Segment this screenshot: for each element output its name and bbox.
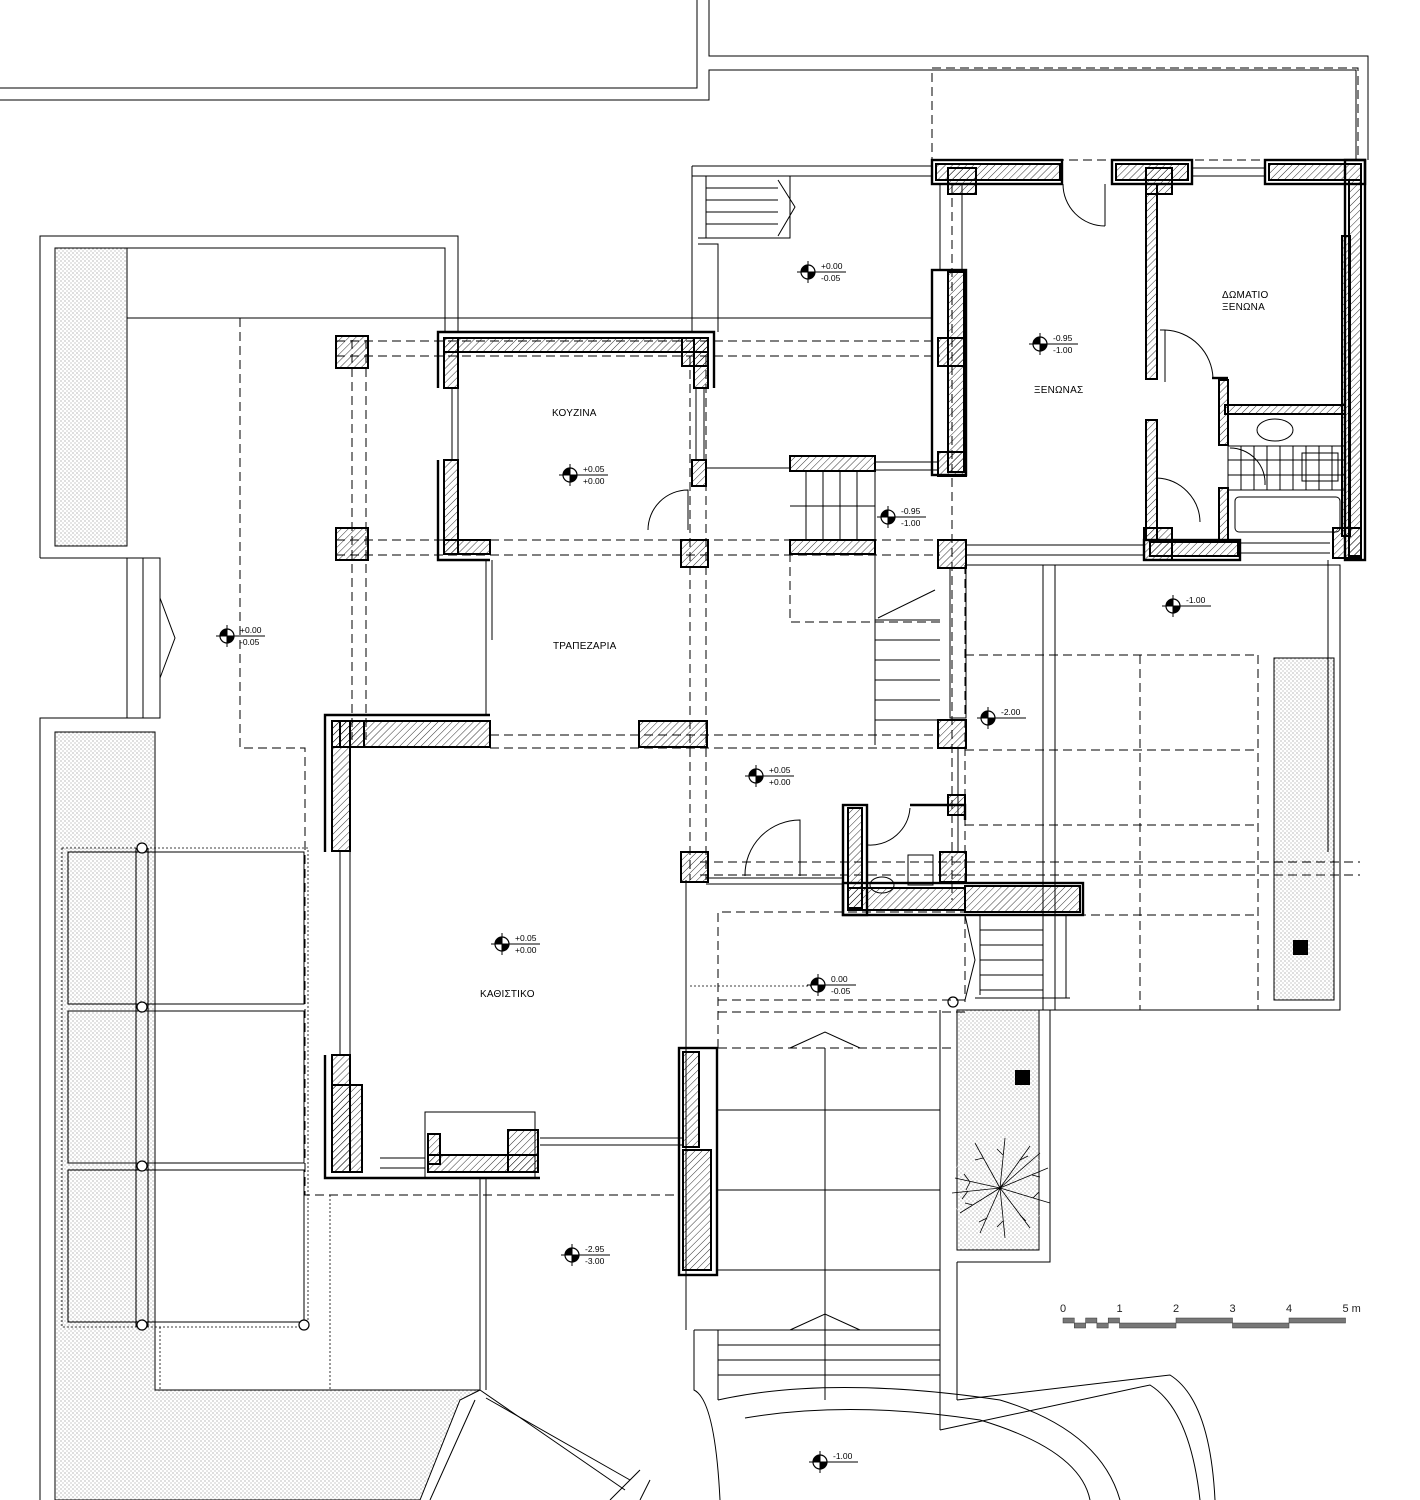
level-top: +0.05 (515, 933, 537, 943)
column-marker (1293, 940, 1308, 955)
stairs (694, 175, 1043, 1400)
room-label-dining: ΤΡΑΠΕΖΑΡΙΑ (553, 641, 617, 652)
room-label-living: ΚΑΘΙΣΤΙΚΟ (480, 989, 535, 1000)
room-label-kitchen: ΚΟΥΖΙΝΑ (552, 408, 597, 419)
living-walls (323, 713, 719, 1390)
level-marker: +0.05 +0.00 (559, 464, 608, 486)
level-top: -0.95 (901, 506, 921, 516)
level-bottom: -3.00 (585, 1256, 605, 1266)
wc-walls (706, 794, 1085, 917)
level-top: +0.05 (583, 464, 605, 474)
bathtub (1234, 496, 1341, 533)
scale-segment (1074, 1322, 1086, 1329)
level-marker: -0.95 -1.00 (877, 506, 926, 528)
room-labels: ΚΟΥΖΙΝΑ ΤΡΑΠΕΖΑΡΙΑ ΞΕΝΩΝΑΣ ΔΩΜΑΤΙΟ ΞΕΝΩΝ… (480, 290, 1268, 1000)
scale-tick-label: 3 (1230, 1303, 1236, 1315)
level-top: -1.00 (1186, 595, 1206, 605)
pergola (61, 842, 959, 1390)
scale-bar: 0 1 2 3 4 5 m (1060, 1303, 1361, 1329)
level-bottom: -0.05 (831, 986, 851, 996)
toilet (1301, 452, 1339, 482)
kitchen-walls (335, 330, 716, 568)
level-top: +0.00 (821, 261, 843, 271)
scale-tick-label: 0 (1060, 1303, 1066, 1315)
level-bottom: -1.00 (901, 518, 921, 528)
scale-segment (1119, 1322, 1177, 1329)
level-bottom: +0.00 (769, 777, 791, 787)
scale-tick-label: 5 m (1343, 1303, 1361, 1315)
level-marker: +0.00 -0.05 (216, 625, 265, 647)
level-bottom: -1.00 (1053, 345, 1073, 355)
scale-segment (1062, 1317, 1075, 1324)
scale-tick-label: 4 (1286, 1303, 1292, 1315)
courtyard (965, 560, 1341, 1011)
level-top: -0.95 (1053, 333, 1073, 343)
site-boundary (0, 0, 1369, 332)
level-top: 0.00 (831, 974, 848, 984)
level-bottom: -0.05 (821, 273, 841, 283)
level-marker: -0.95 -1.00 (1029, 333, 1078, 355)
level-top: -2.00 (1001, 707, 1021, 717)
column-marker (1015, 1070, 1030, 1085)
lower-site-lines (429, 1010, 1216, 1500)
room-label-guest-house: ΞΕΝΩΝΑΣ (1034, 385, 1083, 396)
scale-segment (1107, 1317, 1120, 1324)
level-bottom: +0.00 (515, 945, 537, 955)
level-marker: -1.00 (1162, 595, 1211, 617)
scale-tick-label: 1 (1117, 1303, 1123, 1315)
planting-areas (39, 235, 1335, 1500)
level-top: -1.00 (833, 1451, 853, 1461)
scale-segment (1175, 1317, 1233, 1324)
level-top: +0.05 (769, 765, 791, 775)
level-top: -2.95 (585, 1244, 605, 1254)
level-marker: -1.00 (809, 1451, 858, 1473)
level-bottom: +0.00 (583, 476, 605, 486)
level-marker: +0.05 +0.00 (745, 765, 794, 787)
level-marker: -2.95 -3.00 (561, 1244, 610, 1266)
level-marker: +0.05 +0.00 (491, 933, 540, 955)
level-marker: +0.00 -0.05 (797, 261, 846, 283)
level-bottom: -0.05 (240, 637, 260, 647)
guest-wing-walls (930, 158, 1367, 852)
sink (1256, 418, 1294, 442)
level-top: +0.00 (240, 625, 262, 635)
scale-segment (1288, 1317, 1346, 1324)
scale-segment (1232, 1322, 1290, 1329)
level-markers: +0.00 -0.05 -0.95 -1.00 +0.05 +0.00 -0.95 -1.00… (216, 261, 1211, 1473)
tree-symbol (951, 1137, 1051, 1239)
room-label-guest-room-1: ΔΩΜΑΤΙΟ (1222, 290, 1268, 301)
scale-tick-label: 2 (1173, 1303, 1179, 1315)
level-marker: 0.00 -0.05 (807, 974, 856, 996)
dining-walls (485, 560, 708, 748)
room-label-guest-room-2: ΞΕΝΩΝΑ (1222, 302, 1265, 313)
scale-segment (1085, 1317, 1098, 1324)
scale-segment (1096, 1322, 1109, 1329)
level-marker: -2.00 (977, 707, 1026, 729)
